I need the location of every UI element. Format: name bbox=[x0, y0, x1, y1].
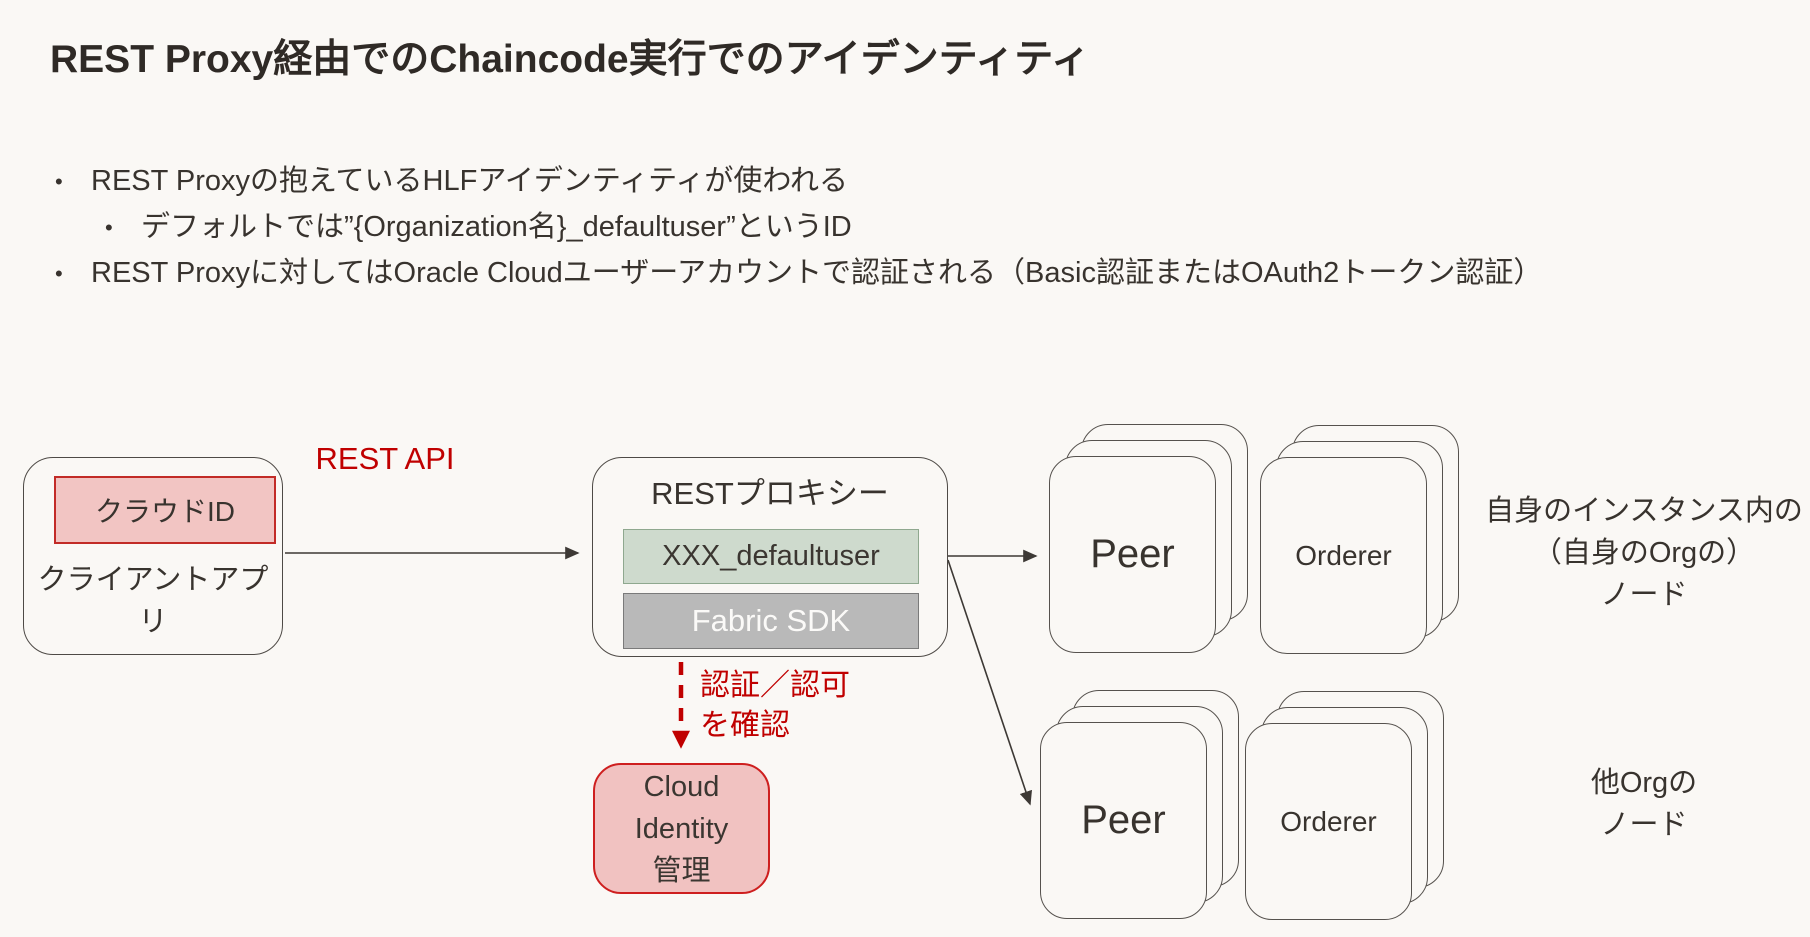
other-org-label-line2: ノード bbox=[1600, 809, 1688, 841]
arrow-proxy-to-other-peer bbox=[947, 559, 1032, 806]
cloud-identity-box: Cloud Identity 管理 bbox=[593, 763, 770, 894]
own-org-label-line2: （自身のOrgの） bbox=[1532, 537, 1756, 569]
bullet-item: REST Proxyの抱えているHLFアイデンティティが使われる bbox=[55, 163, 848, 200]
own-org-peer-stack: Peer bbox=[1049, 424, 1249, 654]
bullet-text: REST Proxyに対してはOracle Cloudユーザーアカウントで認証さ… bbox=[91, 257, 1543, 289]
default-user-box: XXX_defaultuser bbox=[623, 529, 919, 584]
other-org-label-line1: 他Orgの bbox=[1590, 767, 1698, 799]
auth-check-line2: を確認 bbox=[700, 709, 790, 742]
bullet-item: REST Proxyに対してはOracle Cloudユーザーアカウントで認証さ… bbox=[55, 255, 1542, 292]
cloud-id-box: クラウドID bbox=[54, 476, 276, 544]
other-org-orderer-stack: Orderer bbox=[1245, 691, 1445, 921]
cloud-identity-line2: Identity bbox=[634, 812, 729, 845]
bullet-subitem: デフォルトでは”{Organization名}_defaultuser”というI… bbox=[105, 209, 852, 246]
other-org-peer-node: Peer bbox=[1040, 722, 1207, 919]
bullet-text: デフォルトでは”{Organization名}_defaultuser”というI… bbox=[141, 211, 852, 243]
peer-label: Peer bbox=[1081, 798, 1166, 842]
peer-label: Peer bbox=[1090, 532, 1175, 576]
rest-proxy-box: RESTプロキシー XXX_defaultuser Fabric SDK bbox=[592, 457, 948, 657]
own-org-peer-node: Peer bbox=[1049, 456, 1216, 653]
other-org-nodes-label: 他Orgの ノード bbox=[1478, 762, 1810, 846]
other-org-peer-stack: Peer bbox=[1040, 690, 1240, 920]
own-org-orderer-node: Orderer bbox=[1260, 457, 1427, 654]
own-org-label-line3: ノード bbox=[1600, 579, 1688, 611]
own-org-nodes-label: 自身のインスタンス内の （自身のOrgの） ノード bbox=[1478, 490, 1810, 616]
orderer-label: Orderer bbox=[1280, 805, 1377, 837]
cloud-identity-line1: Cloud bbox=[643, 770, 720, 803]
cloud-identity-line3: 管理 bbox=[652, 854, 711, 887]
client-app-label: クライアントアプリ bbox=[37, 564, 269, 638]
other-org-orderer-node: Orderer bbox=[1245, 723, 1412, 920]
page-title: REST Proxy経由でのChaincode実行でのアイデンティティ bbox=[50, 38, 1090, 81]
auth-check-line1: 認証／認可 bbox=[700, 669, 850, 702]
own-org-label-line1: 自身のインスタンス内の bbox=[1485, 495, 1803, 527]
default-user-label: XXX_defaultuser bbox=[662, 540, 880, 572]
client-app-box: クラウドID クライアントアプリ bbox=[23, 457, 283, 655]
fabric-sdk-label: Fabric SDK bbox=[691, 603, 851, 638]
rest-api-label: REST API bbox=[315, 441, 455, 476]
rest-proxy-title: RESTプロキシー bbox=[651, 476, 889, 511]
fabric-sdk-box: Fabric SDK bbox=[623, 593, 919, 649]
bullet-text: REST Proxyの抱えているHLFアイデンティティが使われる bbox=[91, 165, 848, 197]
auth-check-label: 認証／認可 を確認 bbox=[700, 666, 850, 746]
orderer-label: Orderer bbox=[1295, 539, 1392, 571]
own-org-orderer-stack: Orderer bbox=[1260, 425, 1460, 655]
cloud-id-label: クラウドID bbox=[94, 496, 235, 527]
